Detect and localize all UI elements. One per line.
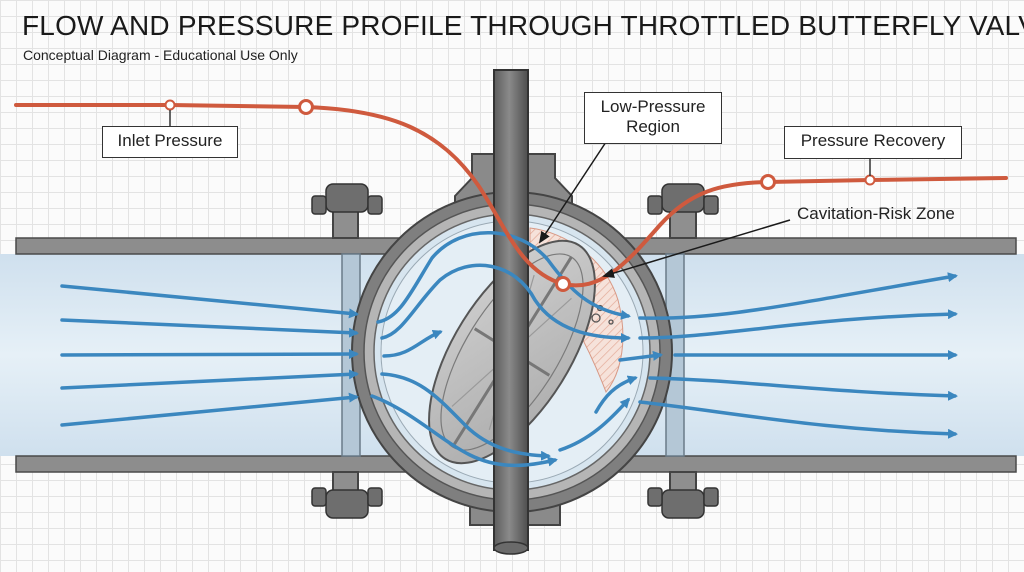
flow-arrow-icon — [638, 400, 958, 439]
bolt-icon — [647, 183, 719, 215]
flow-arrow-icon — [618, 350, 663, 362]
flow-arrow-icon — [376, 230, 631, 324]
leader-lines — [169, 110, 871, 278]
cavitation-leader — [602, 219, 791, 278]
bolt-icon — [311, 183, 383, 215]
flow-arrow-icon — [638, 309, 958, 340]
flow-arrow-icon — [382, 329, 443, 358]
valve-stem — [493, 69, 529, 555]
pressure-profile — [14, 99, 1008, 292]
pressure-point-minimum — [555, 276, 571, 292]
flow-arrow-icon — [558, 397, 631, 452]
pressure-point — [760, 174, 776, 190]
flow-arrow-icon — [60, 318, 359, 338]
diagram-title: FLOW AND PRESSURE PROFILE THROUGH THROTT… — [22, 10, 1024, 41]
inlet-pressure-label: Inlet Pressure — [102, 126, 238, 158]
pressure-point — [864, 174, 876, 186]
flow-streamlines — [60, 230, 958, 468]
flow-arrow-icon — [60, 349, 359, 360]
flow-arrow-icon — [638, 272, 958, 320]
flow-arrow-icon — [380, 263, 631, 343]
low-pressure-leader — [538, 141, 607, 244]
flow-arrow-icon — [380, 372, 551, 461]
bolt-icon — [647, 487, 719, 519]
flow-arrow-icon — [60, 284, 359, 319]
flow-arrow-icon — [594, 375, 638, 414]
low-pressure-region-label: Low-Pressure Region — [584, 92, 722, 144]
pressure-point — [164, 99, 176, 111]
cavitation-risk-zone-label: Cavitation-Risk Zone — [797, 204, 955, 223]
diagram-subtitle: Conceptual Diagram - Educational Use Onl… — [23, 47, 298, 63]
bolt-icon — [311, 487, 383, 519]
flow-arrow-icon — [60, 392, 359, 427]
pressure-point — [298, 99, 314, 115]
flow-arrow-icon — [60, 369, 359, 390]
pressure-recovery-label: Pressure Recovery — [784, 126, 962, 159]
flow-arrow-icon — [370, 394, 558, 468]
flow-arrow-icon — [648, 376, 958, 401]
